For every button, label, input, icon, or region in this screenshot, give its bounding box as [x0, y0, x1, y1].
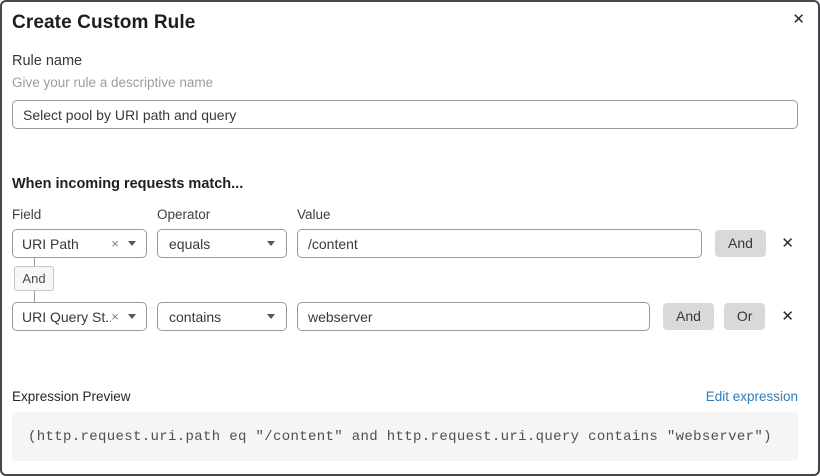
- operator-select-1-value: equals: [169, 235, 211, 252]
- page-title: Create Custom Rule: [12, 12, 196, 33]
- field-select-2-value: URI Query St...: [22, 308, 112, 325]
- field-select-1-value: URI Path: [22, 235, 79, 252]
- field-column-label: Field: [12, 207, 42, 222]
- edit-expression-link[interactable]: Edit expression: [705, 389, 798, 404]
- operator-select-2[interactable]: contains: [157, 302, 287, 331]
- value-input-1[interactable]: [297, 229, 702, 258]
- condition-row-2: URI Query St... × contains And Or ✕: [12, 302, 798, 331]
- and-connector: And: [14, 258, 54, 302]
- match-heading: When incoming requests match...: [12, 176, 244, 192]
- remove-condition-icon[interactable]: ✕: [781, 234, 794, 252]
- add-and-condition-button[interactable]: And: [663, 303, 714, 330]
- field-select-1[interactable]: URI Path ×: [12, 229, 147, 258]
- expression-code: (http.request.uri.path eq "/content" and…: [12, 412, 798, 461]
- operator-column-label: Operator: [157, 207, 211, 222]
- field-select-2[interactable]: URI Query St... ×: [12, 302, 147, 331]
- operator-select-2-value: contains: [169, 308, 222, 325]
- chevron-down-icon: [267, 241, 275, 246]
- chevron-down-icon: [128, 314, 136, 319]
- expression-preview-header: Expression Preview Edit expression: [12, 388, 798, 405]
- condition-row-1: URI Path × equals And ✕: [12, 229, 798, 258]
- value-column-label: Value: [297, 207, 331, 222]
- expression-preview-label: Expression Preview: [12, 389, 131, 404]
- operator-select-1[interactable]: equals: [157, 229, 287, 258]
- match-section: When incoming requests match... Field Op…: [12, 175, 798, 331]
- dialog-header: Create Custom Rule ✕: [12, 2, 805, 35]
- rule-name-section: Rule name Give your rule a descriptive n…: [12, 53, 798, 129]
- add-or-condition-button[interactable]: Or: [723, 303, 766, 330]
- rule-name-hint: Give your rule a descriptive name: [12, 75, 214, 90]
- chevron-down-icon: [128, 241, 136, 246]
- chevron-down-icon: [267, 314, 275, 319]
- expression-preview-section: Expression Preview Edit expression (http…: [12, 388, 798, 461]
- condition-column-labels: Field Operator Value: [12, 207, 798, 223]
- remove-condition-icon[interactable]: ✕: [781, 307, 794, 325]
- add-and-condition-button[interactable]: And: [715, 230, 766, 257]
- rule-name-label: Rule name: [12, 53, 83, 69]
- and-connector-badge: And: [14, 266, 54, 291]
- close-icon[interactable]: ✕: [788, 9, 809, 31]
- value-input-2[interactable]: [297, 302, 650, 331]
- rule-name-input[interactable]: [12, 100, 798, 129]
- clear-field-icon[interactable]: ×: [111, 309, 119, 324]
- clear-field-icon[interactable]: ×: [111, 236, 119, 251]
